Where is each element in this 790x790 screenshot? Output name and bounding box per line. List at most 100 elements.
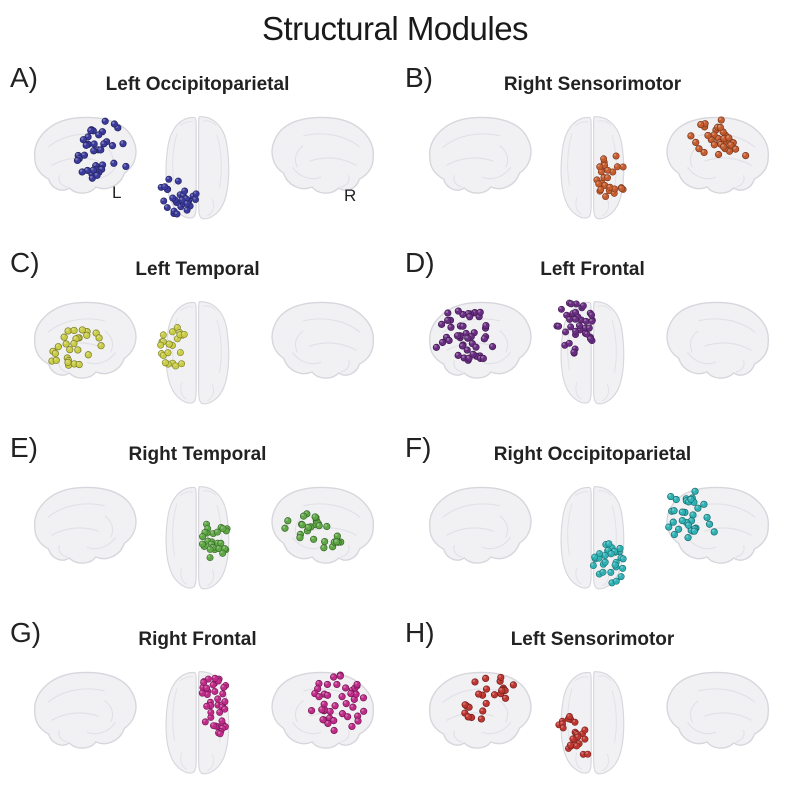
module-node-dot [323,691,332,699]
brain-lateral-right-view [666,116,769,194]
dot-highlight [220,550,223,554]
dot-highlight [177,332,181,335]
brain-lateral-left-view [34,486,137,564]
dot-highlight [94,172,98,176]
dot-highlight [476,691,479,695]
dot-highlight [178,350,181,353]
module-node-dot [710,528,718,536]
module-node-dot [716,123,724,132]
module-node-dot [354,717,362,725]
dot-highlight [166,341,170,345]
dot-highlight [601,175,605,178]
module-node-dot [704,131,712,140]
module-node-dot [168,328,176,336]
dot-highlight [212,689,215,692]
dot-highlight [573,328,576,332]
dot-highlight [312,691,316,694]
module-node-dot [459,322,467,330]
brain-views [395,245,790,430]
brain-axial-view [157,116,230,220]
dot-highlight [571,349,574,353]
dot-highlight [620,556,624,559]
dot-highlight [567,340,570,344]
dot-highlight [606,541,610,544]
panel-b: B) Right Sensorimotor [395,60,790,245]
module-node-dot [670,530,678,539]
module-node-dot [700,500,708,508]
module-node-dot [192,190,200,198]
dot-highlight [711,132,715,135]
dot-highlight [176,178,179,182]
module-node-dot [667,492,675,501]
dot-highlight [99,166,102,170]
dot-highlight [111,160,115,164]
dot-highlight [444,334,447,338]
dot-highlight [570,736,574,739]
dot-highlight [351,696,355,700]
dot-highlight [219,704,223,708]
panel-label: B) [405,62,433,93]
dot-highlight [331,674,334,678]
dot-highlight [325,720,329,724]
dot-highlight [673,496,677,500]
dot-highlight [215,540,218,544]
dot-highlight [618,574,622,577]
dot-highlight [80,137,84,140]
dot-highlight [165,350,169,353]
module-node-dot [678,508,686,516]
module-node-dot [454,351,462,359]
module-node-dot [320,544,328,552]
module-node-dot [360,707,368,715]
module-node-dot [211,674,219,682]
dot-highlight [573,316,576,320]
dot-highlight [705,132,709,136]
dot-highlight [573,309,576,313]
dot-highlight [588,336,591,339]
dot-highlight [96,335,100,339]
dot-highlight [689,518,692,521]
dot-highlight [559,306,562,310]
module-node-dot [336,672,344,680]
dot-highlight [93,330,97,334]
module-node-dot [70,326,78,335]
module-node-dot [445,336,453,345]
dot-highlight [102,118,106,122]
dot-highlight [470,340,473,344]
dot-highlight [319,707,322,710]
dot-highlight [49,358,53,362]
dot-highlight [211,723,214,726]
dot-highlight [602,183,606,186]
dot-highlight [484,686,487,690]
module-node-dot [213,528,221,536]
brain-lateral-left-view [429,116,532,194]
dot-highlight [100,162,103,166]
panel-title: Right Frontal [138,629,257,650]
dot-highlight [200,534,203,537]
dot-highlight [605,175,608,178]
dot-highlight [445,310,449,314]
module-node-dot [572,327,580,335]
dot-highlight [572,719,576,723]
module-node-dot [353,680,361,689]
module-node-dot [180,330,188,338]
dot-highlight [72,361,75,364]
module-node-dot [95,334,103,342]
dot-highlight [177,192,181,195]
panel-label: E) [10,432,38,463]
dot-highlight [481,336,485,339]
module-node-dot [571,718,579,726]
dot-highlight [462,710,466,714]
brain-lateral-right-view [666,301,769,379]
dot-highlight [305,524,309,528]
dot-highlight [567,714,570,717]
dot-highlight [190,193,194,197]
module-node-dot [589,562,597,570]
dot-highlight [301,513,304,517]
module-node-dot [315,522,323,530]
dot-highlight [349,723,353,727]
dot-highlight [446,338,450,341]
dot-highlight [207,555,211,558]
dot-highlight [560,721,563,724]
module-node-dot [204,675,212,683]
